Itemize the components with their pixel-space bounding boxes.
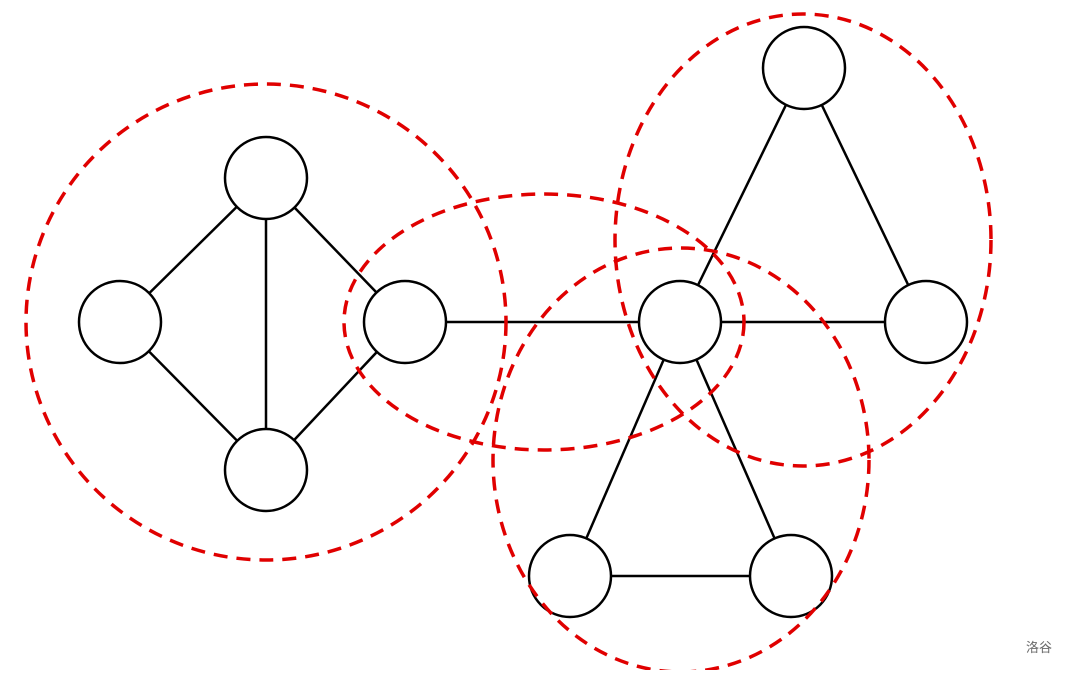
node-n2: [77, 279, 163, 365]
node-n1: [223, 135, 309, 221]
groups-layer: [24, 12, 993, 674]
node-n3: [362, 279, 448, 365]
node-n9: [527, 533, 613, 619]
group-outline-g2: [342, 192, 746, 452]
edge-n6-n9: [568, 321, 682, 577]
group-outline-g4: [491, 246, 871, 674]
edge-n7-n8: [802, 67, 928, 323]
node-n8: [883, 279, 969, 365]
watermark-text: 洛谷: [1025, 641, 1052, 656]
node-n6: [637, 279, 723, 365]
node-n7: [761, 25, 847, 111]
node-n10: [748, 533, 834, 619]
group-outline-g1: [24, 82, 508, 562]
node-n4: [223, 427, 309, 513]
edge-n6-n7: [678, 67, 806, 323]
edge-n10-n6: [678, 321, 793, 577]
nodes-layer: [77, 25, 969, 619]
group-outline-g3: [613, 12, 993, 468]
